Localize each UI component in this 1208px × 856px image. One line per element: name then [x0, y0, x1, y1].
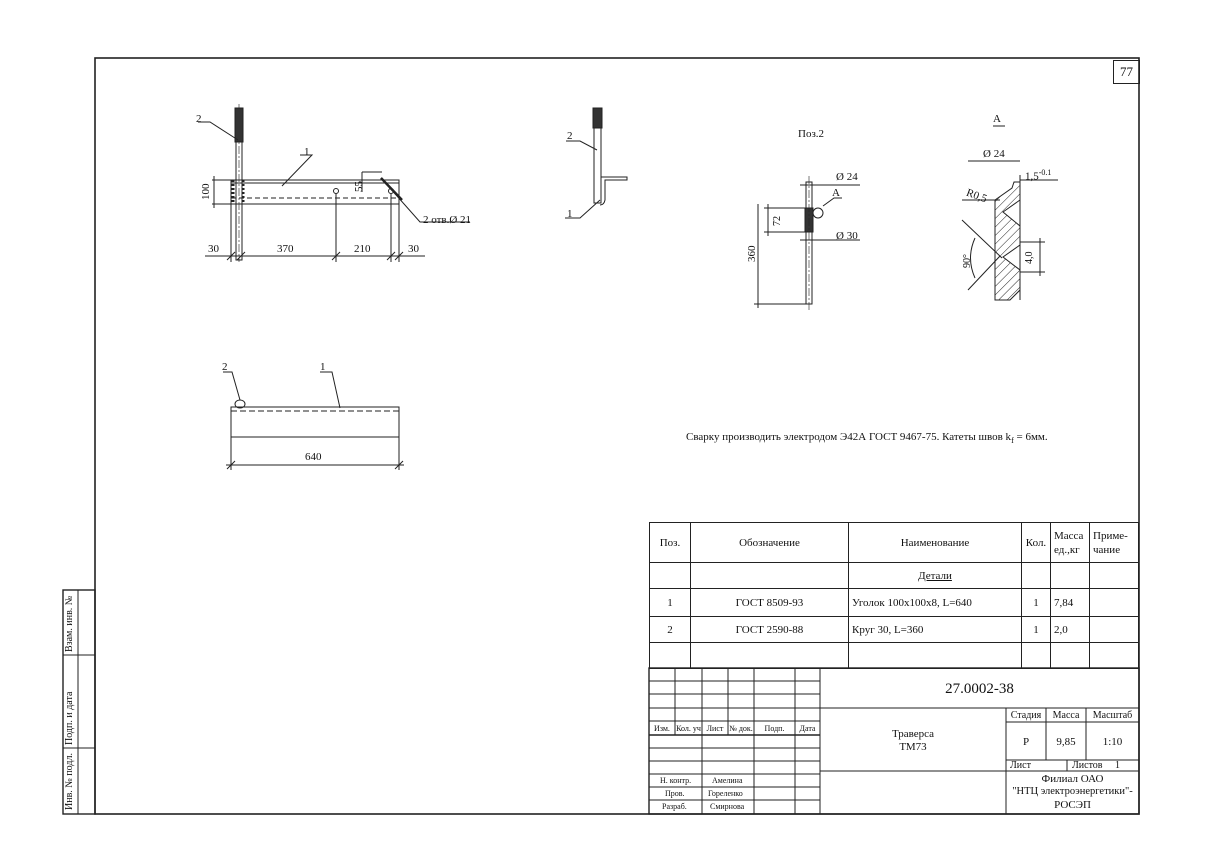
side-leader-2: 2	[567, 130, 573, 142]
main-leader-2: 2	[196, 113, 202, 125]
detail-a-angle: 90°	[962, 254, 973, 268]
table-row: 1 ГОСТ 8509-93 Уголок 100х100х8, L=640 1…	[649, 588, 1139, 617]
spec-header-row: Поз. Обозначение Наименование Кол. Масса…	[649, 522, 1139, 563]
detail-a-view	[961, 125, 1058, 301]
role-checked: Пров.	[665, 789, 685, 798]
main-dim-height: 100	[200, 183, 212, 201]
table-row	[649, 642, 1139, 669]
pos2-dia-30: Ø 30	[836, 230, 858, 242]
spec-header-name: Наименование	[848, 522, 1022, 563]
stage-value: Р	[1022, 736, 1030, 748]
top-view	[223, 371, 404, 470]
side-view	[565, 107, 628, 219]
main-leader-1: 1	[304, 146, 310, 158]
rev-header-sign: Подп.	[764, 724, 785, 733]
detail-a-dia-24: Ø 24	[983, 148, 1005, 160]
top-leader-1: 1	[320, 361, 326, 373]
spec-header-qty: Кол.	[1021, 522, 1051, 563]
part-name-1: Траверса	[891, 728, 935, 740]
top-dim-length: 640	[305, 451, 322, 463]
rev-header-change: Изм.	[654, 724, 670, 733]
org-line-1: Филиал ОАО	[1041, 773, 1104, 785]
pos2-title: Поз.2	[798, 128, 825, 140]
pos2-view	[754, 176, 860, 310]
org-line-2: "НТЦ электроэнергетики"-	[1012, 786, 1133, 797]
spec-table: Поз. Обозначение Наименование Кол. Масса…	[649, 522, 1139, 669]
side-stamp-frame	[62, 589, 96, 815]
weld-note: Сварку производить электродом Э42А ГОСТ …	[686, 431, 1048, 446]
stamp-inv-no: Инв. № подл.	[64, 753, 75, 810]
doc-number: 27.0002-38	[945, 681, 1014, 697]
part-name-2: ТМ73	[899, 741, 927, 753]
spec-header-designation: Обозначение	[690, 522, 849, 563]
person-norm-control: Амелина	[712, 776, 743, 785]
rev-header-sheet: Лист	[706, 724, 724, 733]
pos2-dim-360: 360	[746, 245, 758, 263]
scale-label: Масштаб	[1092, 710, 1133, 721]
rev-header-date: Дата	[799, 724, 816, 733]
scale-value: 1:10	[1102, 736, 1123, 748]
pos2-dim-72: 72	[772, 216, 783, 226]
org-line-3: РОСЭП	[1054, 799, 1091, 811]
stamp-replaced-inv: Взам. инв. №	[64, 595, 75, 652]
mass-label: Масса	[1052, 710, 1080, 721]
role-norm-control: Н. контр.	[660, 776, 692, 785]
role-developed: Разраб.	[662, 802, 687, 811]
title-block-grid	[648, 667, 1140, 815]
main-dim-4: 30	[408, 243, 419, 255]
table-row: 2 ГОСТ 2590-88 Круг 30, L=360 1 2,0	[649, 616, 1139, 643]
stamp-sign-date: Подп. и дата	[64, 691, 75, 745]
pos2-callout-a: А	[832, 187, 840, 199]
pos2-dia-24: Ø 24	[836, 171, 858, 183]
main-dim-3: 210	[354, 243, 371, 255]
main-holes-note: 2 отв.Ø 21	[423, 214, 472, 226]
main-dim-1: 30	[208, 243, 219, 255]
sheet-label: Лист	[1010, 760, 1031, 771]
spec-section-row: Детали	[649, 562, 1139, 589]
person-developed: Смирнова	[710, 802, 745, 811]
spec-header-pos: Поз.	[649, 522, 691, 563]
main-view	[198, 104, 470, 262]
detail-a-title: А	[993, 113, 1001, 125]
spec-section-title: Детали	[848, 562, 1022, 589]
sheet-number: 77	[1113, 60, 1140, 84]
detail-a-pitch: 1,5-0.1	[1025, 168, 1052, 183]
sheets-label: Листов	[1072, 760, 1103, 771]
main-dim-55: 55	[353, 181, 365, 192]
detail-a-depth: 4,0	[1024, 251, 1035, 265]
rev-header-count: Кол. уч	[676, 724, 701, 733]
main-dim-2: 370	[277, 243, 294, 255]
stage-label: Стадия	[1010, 710, 1042, 721]
drawing-frame	[94, 57, 1140, 815]
person-checked: Гореленко	[708, 789, 743, 798]
top-leader-2: 2	[222, 361, 228, 373]
spec-header-note: Приме-чание	[1089, 522, 1139, 563]
mass-value: 9,85	[1056, 736, 1076, 748]
side-leader-1: 1	[567, 208, 573, 220]
rev-header-doc: № док.	[729, 724, 753, 733]
sheets-value: 1	[1115, 760, 1120, 771]
